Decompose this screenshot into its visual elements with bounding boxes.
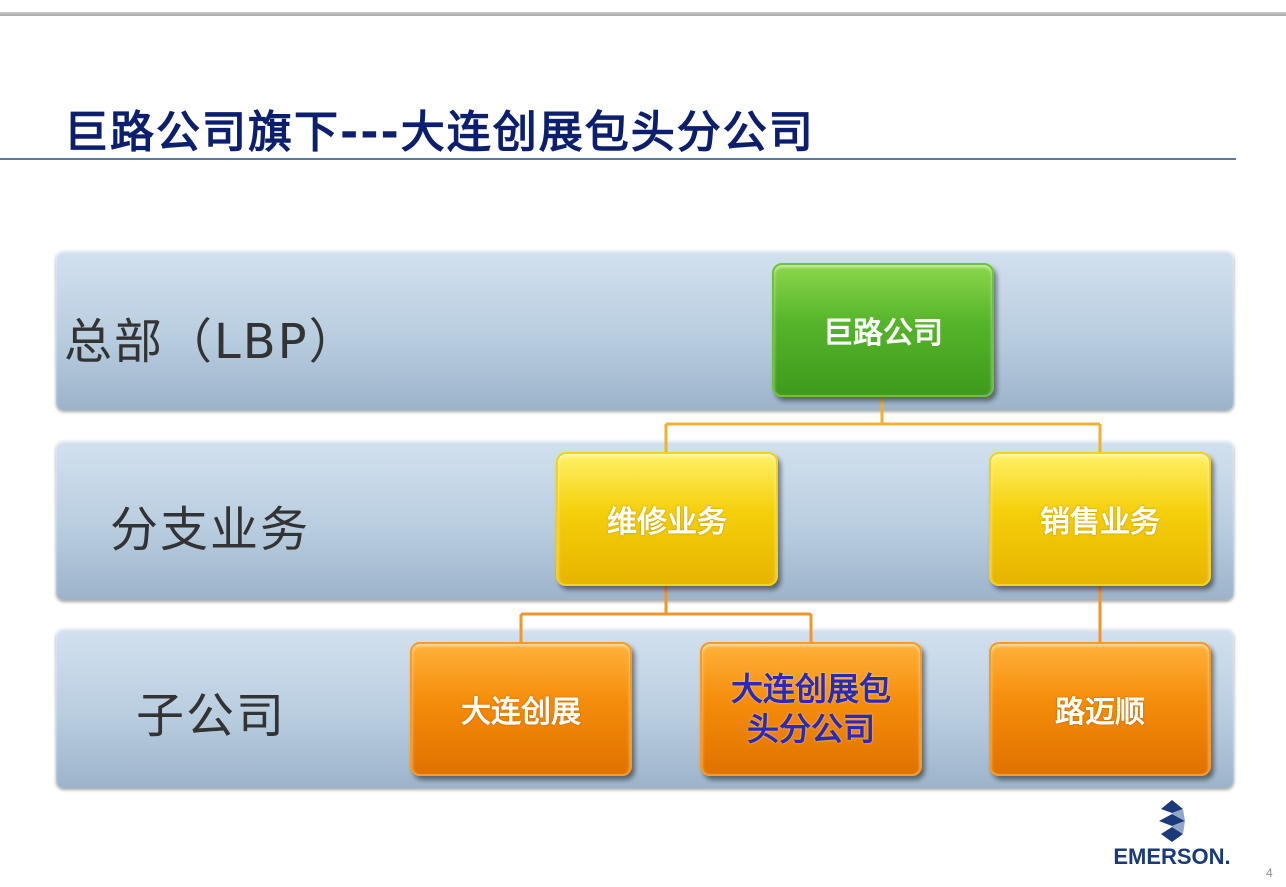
band-label-subsidiaries: 子公司 <box>136 688 287 744</box>
slide-title: 巨路公司旗下---大连创展包头分公司 <box>64 107 815 158</box>
node-dalian-chuangzhan-baotou-branch[interactable]: 大连创展包 头分公司 <box>700 642 922 776</box>
top-rule <box>0 12 1286 16</box>
band-headquarters <box>56 250 1234 410</box>
node-baotou-label-line2: 头分公司 <box>746 710 875 748</box>
band-label-branch-business: 分支业务 <box>110 502 311 558</box>
node-dalian-chuangzhan-label: 大连创展 <box>461 695 581 730</box>
node-lumaishun-label: 路迈顺 <box>1055 695 1145 730</box>
node-maintenance-label: 维修业务 <box>607 505 727 540</box>
node-sales-label: 销售业务 <box>1040 505 1160 540</box>
title-underline <box>0 158 1236 160</box>
node-hq-julu-company[interactable]: 巨路公司 <box>772 263 994 397</box>
page-number: 4 <box>1266 866 1273 880</box>
node-maintenance-business[interactable]: 维修业务 <box>556 452 778 586</box>
node-hq-label: 巨路公司 <box>823 316 943 351</box>
emerson-logo: EMERSON. <box>1092 800 1252 870</box>
emerson-logo-text: EMERSON. <box>1113 844 1231 869</box>
node-baotou-label-line1: 大连创展包 <box>730 670 891 708</box>
emerson-logo-icon <box>1159 800 1185 842</box>
node-lumaishun[interactable]: 路迈顺 <box>989 642 1211 776</box>
band-label-headquarters: 总部（LBP） <box>64 314 359 370</box>
node-sales-business[interactable]: 销售业务 <box>989 452 1211 586</box>
node-dalian-chuangzhan[interactable]: 大连创展 <box>410 642 632 776</box>
